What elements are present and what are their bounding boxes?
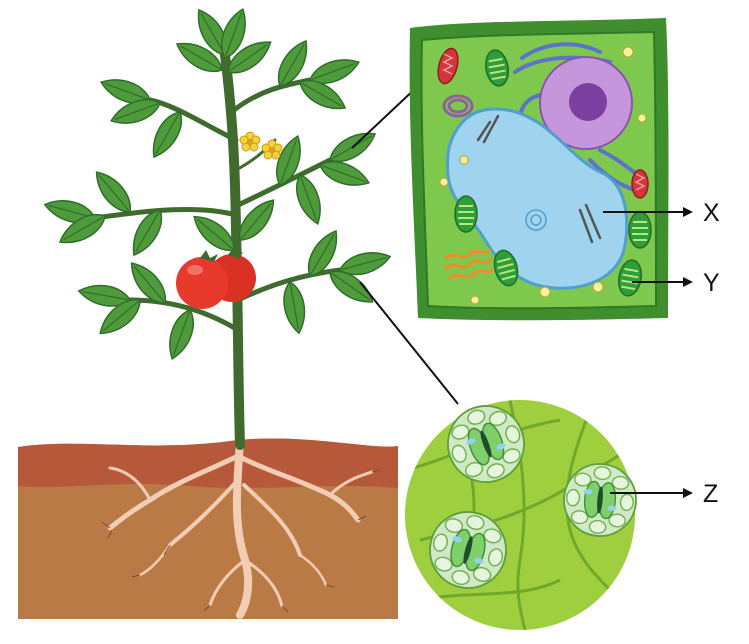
pointer-lines <box>351 85 459 405</box>
vacuole-vesicle <box>525 209 547 231</box>
leaves <box>41 4 394 363</box>
label-y: Y <box>703 269 720 297</box>
vacuole <box>446 107 629 290</box>
golgi <box>442 94 474 118</box>
label-arrows <box>603 207 693 498</box>
roots <box>107 436 374 619</box>
smooth-er <box>444 248 494 280</box>
mitochondria <box>437 47 649 199</box>
crystals <box>476 114 602 244</box>
root-hairs <box>101 469 381 613</box>
flowers <box>239 131 283 160</box>
plant-cell <box>409 18 669 321</box>
label-z: Z <box>703 480 718 508</box>
soil <box>18 438 398 619</box>
leaf-tissue <box>405 394 640 630</box>
label-x: X <box>703 199 720 227</box>
nucleolus <box>569 83 607 121</box>
vesicles <box>439 46 647 305</box>
tomatoes <box>176 248 256 309</box>
